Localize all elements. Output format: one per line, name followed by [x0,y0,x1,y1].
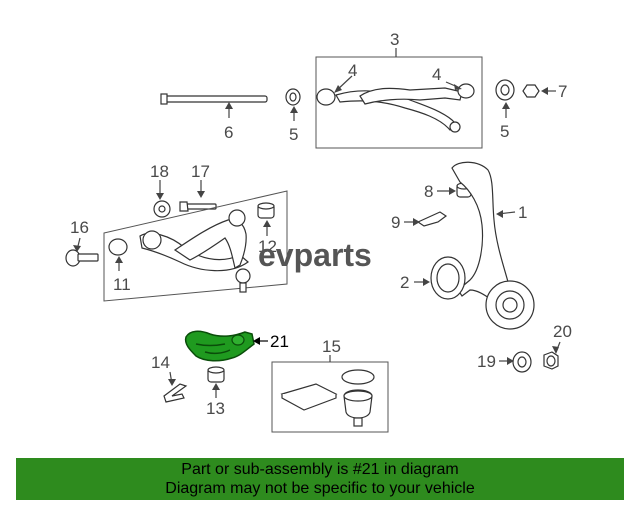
callout-5-right[interactable]: 5 [500,122,509,141]
upper-arm-assembly-box [315,56,483,149]
part-20-nut[interactable] [543,351,559,370]
part-7-nut[interactable] [522,84,540,98]
callout-17[interactable]: 17 [191,162,210,181]
callout-12[interactable]: 12 [258,237,277,256]
callout-11[interactable]: 11 [113,275,131,294]
part-1-steering-knuckle[interactable] [451,161,535,330]
callout-18[interactable]: 18 [150,162,169,181]
part-6-bolt[interactable] [160,93,268,105]
info-banner: Part or sub-assembly is #21 in diagram D… [16,458,624,500]
part-2-dust-seal[interactable] [430,256,466,300]
watermark-logo: evparts [258,237,372,273]
banner-line-2: Diagram may not be specific to your vehi… [165,480,475,497]
lower-arm-assembly-box [103,190,288,302]
callout-19[interactable]: 19 [477,352,496,371]
part-21-highlighted[interactable] [184,330,255,362]
part-14-clip[interactable] [163,383,188,403]
callout-7[interactable]: 7 [558,82,567,101]
part-16-bolt[interactable] [65,249,99,267]
callout-14[interactable]: 14 [151,353,170,372]
banner-line-1: Part or sub-assembly is #21 in diagram [181,461,459,478]
callout-4-right[interactable]: 4 [432,65,441,84]
callout-5-left[interactable]: 5 [289,125,298,144]
part-bushing-12[interactable] [257,202,275,219]
callout-3[interactable]: 3 [390,30,399,49]
callout-13[interactable]: 13 [206,399,225,418]
part-13-bushing[interactable] [207,366,225,383]
part-ball-joint-boot[interactable] [341,369,375,427]
part-grease-packet[interactable] [280,383,338,411]
callout-9[interactable]: 9 [391,213,400,232]
callout-20[interactable]: 20 [553,322,572,341]
callout-8[interactable]: 8 [424,182,433,201]
callout-4-left[interactable]: 4 [348,61,357,80]
callout-1[interactable]: 1 [518,203,527,222]
callout-6[interactable]: 6 [224,123,233,142]
part-17-bolt[interactable] [179,201,217,212]
part-18-cam-plate[interactable] [153,200,171,218]
part-19-bolt[interactable] [512,351,532,373]
part-lower-control-arm[interactable] [108,209,251,293]
callout-2[interactable]: 2 [400,273,409,292]
callout-15[interactable]: 15 [322,337,341,356]
part-upper-control-arm[interactable] [316,83,475,133]
callout-16[interactable]: 16 [70,218,89,237]
callout-21[interactable]: 21 [270,332,289,351]
ball-joint-kit-box [271,361,389,433]
part-9-cotter-pin[interactable] [416,211,448,227]
